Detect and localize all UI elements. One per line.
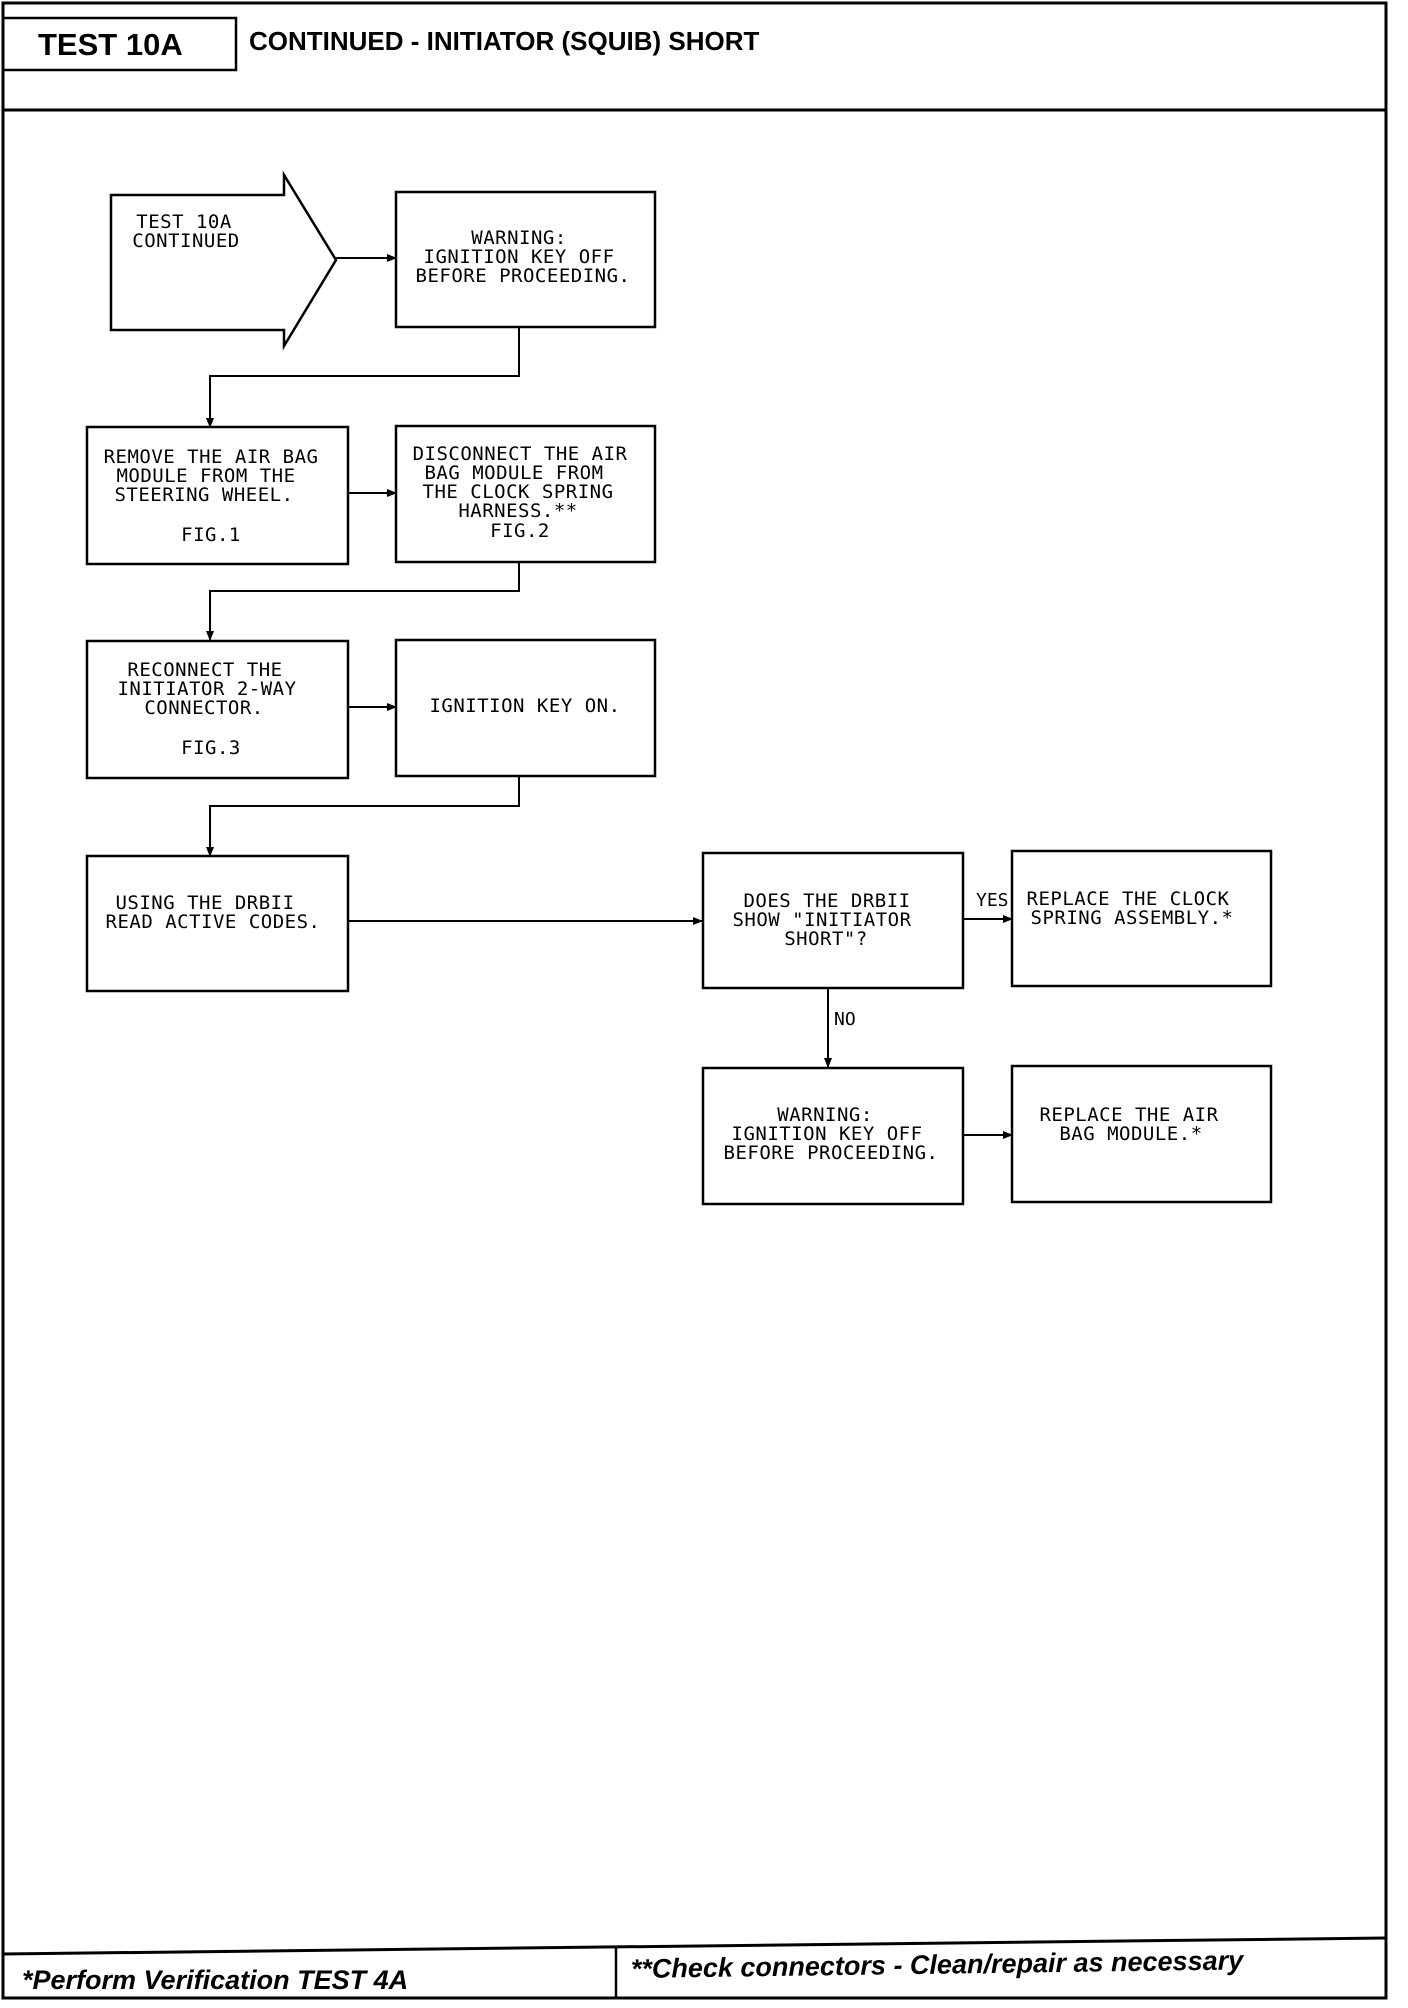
footer: *Perform Verification TEST 4A **Check co…	[2, 1936, 1387, 1998]
warning-1-text: WARNING: IGNITION KEY OFF BEFORE PROCEED…	[416, 227, 631, 287]
ignition-on-text: IGNITION KEY ON.	[429, 695, 620, 717]
footer-verification-note: *Perform Verification TEST 4A	[22, 1965, 408, 1995]
reconnect-initiator-box	[85, 639, 350, 780]
read-codes-text: USING THE DRBII READ ACTIVE CODES.	[106, 892, 321, 933]
node-reconnect-initiator: RECONNECT THE INITIATOR 2-WAY CONNECTOR.…	[85, 639, 350, 780]
decision-box	[701, 851, 965, 990]
disconnect-module-box	[394, 424, 657, 564]
yes-label: YES	[976, 890, 1009, 911]
disconnect-module-text: DISCONNECT THE AIR BAG MODULE FROM THE C…	[413, 443, 640, 542]
warning-2-text: WARNING: IGNITION KEY OFF BEFORE PROCEED…	[724, 1104, 939, 1164]
decision-text: DOES THE DRBII SHOW "INITIATOR SHORT"?	[732, 890, 923, 950]
node-replace-air-bag: REPLACE THE AIR BAG MODULE.*	[1010, 1064, 1273, 1204]
replace-clock-spring-text: REPLACE THE CLOCK SPRING ASSEMBLY.*	[1027, 888, 1242, 929]
node-read-codes: USING THE DRBII READ ACTIVE CODES.	[85, 854, 350, 993]
connectors	[206, 254, 1013, 1139]
node-decision: DOES THE DRBII SHOW "INITIATOR SHORT"?	[701, 851, 965, 990]
replace-air-bag-box	[1010, 1064, 1273, 1204]
header-tab	[1, 16, 238, 72]
remove-module-text: REMOVE THE AIR BAG MODULE FROM THE STEER…	[104, 446, 331, 546]
footer-divider	[2, 1936, 1387, 1956]
replace-air-bag-text: REPLACE THE AIR BAG MODULE.*	[1039, 1104, 1230, 1145]
warning-2-box	[701, 1066, 965, 1206]
edge-warning-to-remove	[206, 327, 520, 428]
start-arrow-shape	[109, 170, 338, 351]
ignition-on-box	[394, 638, 657, 778]
edge-disconnect-to-reconnect	[206, 562, 520, 641]
footer-connectors-note: **Check connectors - Clean/repair as nec…	[631, 1945, 1246, 1984]
header: TEST 10A CONTINUED - INITIATOR (SQUIB) S…	[1, 16, 1386, 112]
node-remove-module: REMOVE THE AIR BAG MODULE FROM THE STEER…	[85, 425, 350, 566]
node-ignition-on: IGNITION KEY ON.	[394, 638, 657, 778]
header-title: CONTINUED - INITIATOR (SQUIB) SHORT	[249, 26, 759, 56]
reconnect-initiator-text: RECONNECT THE INITIATOR 2-WAY CONNECTOR.…	[117, 659, 308, 759]
remove-module-box	[85, 425, 350, 566]
replace-clock-spring-box	[1010, 849, 1273, 988]
read-codes-box	[85, 854, 350, 993]
start-node-label: TEST 10A CONTINUED	[132, 211, 243, 252]
no-label: NO	[834, 1009, 856, 1030]
header-tab-label: TEST 10A	[38, 27, 183, 62]
node-warning-1: WARNING: IGNITION KEY OFF BEFORE PROCEED…	[394, 190, 657, 329]
node-warning-2: WARNING: IGNITION KEY OFF BEFORE PROCEED…	[701, 1066, 965, 1206]
edge-ignition-to-read	[206, 776, 520, 857]
start-node: TEST 10A CONTINUED	[109, 170, 338, 351]
node-replace-clock-spring: REPLACE THE CLOCK SPRING ASSEMBLY.*	[1010, 849, 1273, 988]
warning-1-box	[394, 190, 657, 329]
node-disconnect-module: DISCONNECT THE AIR BAG MODULE FROM THE C…	[394, 424, 657, 564]
